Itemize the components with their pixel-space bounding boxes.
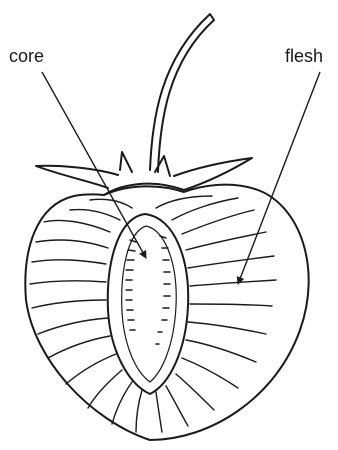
flesh-leader-arrow	[238, 72, 320, 284]
stalk	[150, 14, 214, 172]
core-leader-arrow	[42, 72, 146, 258]
core-seed-marks	[126, 236, 170, 344]
fruit-outline	[25, 185, 308, 440]
flesh-radial-lines	[30, 196, 276, 432]
core-label: core	[9, 47, 44, 65]
calyx	[36, 152, 252, 195]
flesh-label: flesh	[285, 47, 323, 65]
core-inner-line	[122, 226, 177, 382]
